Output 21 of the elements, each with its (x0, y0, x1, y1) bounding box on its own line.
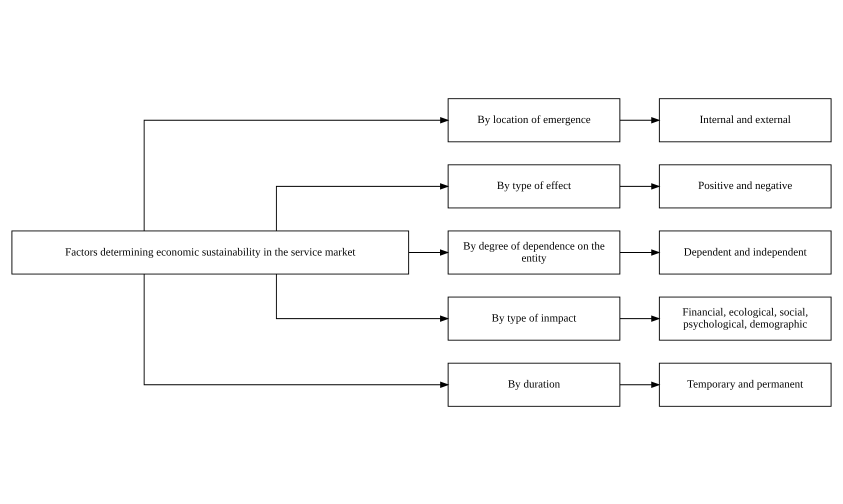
node-box: Internal and external (658, 98, 832, 142)
arrow (619, 314, 660, 322)
arrow (276, 273, 450, 322)
node-box: By type of effect (448, 164, 620, 208)
arrow (276, 182, 450, 231)
arrow (619, 381, 660, 388)
arrow (408, 248, 450, 256)
arrow (619, 182, 660, 190)
node-box: By duration (448, 362, 620, 406)
node-box: Financial, ecological, social, psychological, demographic (658, 296, 832, 340)
arrow (619, 248, 660, 256)
node-box: Positive and negative (658, 164, 832, 208)
node-box: Dependent and independent (658, 230, 832, 274)
node-box: Temporary and permanent (658, 362, 832, 406)
node-box: By type of inmpact (448, 296, 620, 340)
arrow (144, 116, 450, 231)
node-box: By degree of dependence on the entity (448, 230, 620, 274)
arrow (144, 273, 450, 388)
arrow (619, 116, 660, 123)
node-box: By location of emergence (448, 98, 620, 142)
node-box: Factors determining economic sustainability in the service market (11, 230, 410, 274)
